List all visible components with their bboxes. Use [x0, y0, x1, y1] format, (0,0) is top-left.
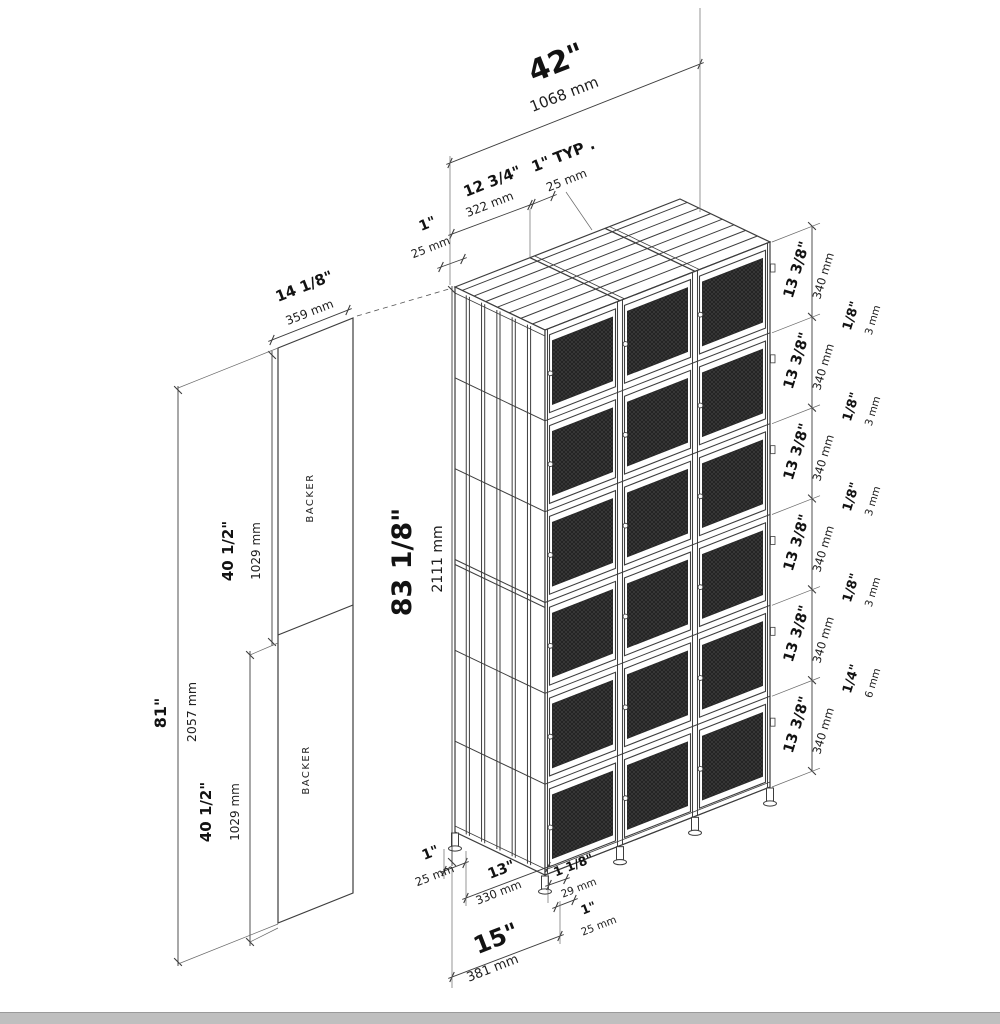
dim-backer-lower-in: 40 1/2"	[197, 782, 215, 842]
dim-gap-3-in: 1/8"	[840, 481, 863, 514]
dim-row-6-in: 13 3/8"	[781, 695, 813, 755]
dim-backer-upper-mm: 1029 mm	[249, 522, 263, 580]
dim-gap-3-mm: 3 mm	[863, 485, 883, 518]
dim-overall-height-in: 83 1/8"	[387, 508, 418, 616]
dim-base-frame-right-mm: 25 mm	[579, 914, 618, 939]
dim-row-1-in: 13 3/8"	[781, 240, 813, 300]
dim-typ-in: 1" TYP .	[529, 135, 597, 176]
dim-row-4-mm: 340 mm	[809, 524, 836, 574]
backer-label-upper: BACKER	[305, 473, 316, 522]
dim-gap-1-in: 1/8"	[840, 300, 863, 333]
dim-top-frame-mm: 25 mm	[409, 233, 452, 261]
dim-backer-upper-in: 40 1/2"	[219, 521, 237, 581]
dim-gap-2-in: 1/8"	[840, 391, 863, 424]
dim-gap-4-mm: 3 mm	[863, 576, 883, 609]
dim-interior-depth-mm: 330 mm	[474, 877, 524, 908]
dim-row-3-in: 13 3/8"	[781, 422, 813, 482]
dim-base-frame-left-mm: 25 mm	[413, 861, 456, 889]
dim-gap-5-in: 1/4"	[840, 663, 863, 696]
dim-gap-4-in: 1/8"	[840, 572, 863, 605]
backer-label-lower: BACKER	[301, 745, 312, 794]
dim-backer-width-mm: 359 mm	[284, 297, 336, 328]
dim-backer-height-mm: 2057 mm	[184, 682, 199, 742]
dim-row-5-mm: 340 mm	[809, 615, 836, 665]
dim-base-frame-left-in: 1"	[420, 843, 442, 864]
dim-top-frame-in: 1"	[417, 214, 439, 235]
dim-row-6-mm: 340 mm	[809, 706, 836, 756]
dim-row-3-mm: 340 mm	[809, 433, 836, 483]
dim-gap-2-mm: 3 mm	[863, 395, 883, 428]
dim-overall-depth-mm: 381 mm	[465, 952, 521, 986]
drawing-geometry	[173, 8, 821, 988]
dim-gap-1-mm: 3 mm	[863, 304, 883, 337]
bottom-bar	[0, 1012, 1000, 1024]
dim-row-2-in: 13 3/8"	[781, 331, 813, 391]
dim-base-frame-right-in: 1"	[579, 898, 599, 918]
dim-overall-height-mm: 2111 mm	[430, 525, 446, 592]
dim-row-2-mm: 340 mm	[809, 342, 836, 392]
dim-backer-lower-mm: 1029 mm	[228, 783, 242, 841]
dim-gap-5-mm: 6 mm	[863, 667, 883, 700]
dim-backer-height-in: 81"	[151, 698, 170, 729]
dim-row-1-mm: 340 mm	[809, 251, 836, 301]
dim-typ-mm: 25 mm	[544, 166, 589, 195]
dim-row-4-in: 13 3/8"	[781, 513, 813, 573]
dim-row-5-in: 13 3/8"	[781, 604, 813, 664]
